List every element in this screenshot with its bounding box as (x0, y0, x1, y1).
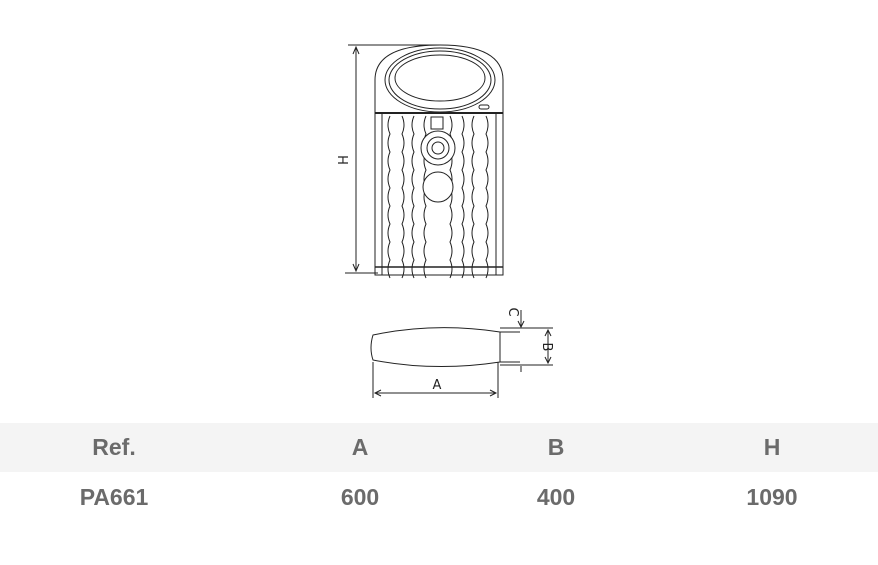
bin-front-view (374, 44, 504, 279)
bin-top-view: A B C (370, 307, 554, 398)
header-b: B (547, 434, 565, 460)
header-h: H (763, 434, 781, 460)
technical-drawing: H A B C (337, 44, 554, 398)
wave-slat (401, 115, 405, 279)
recycling-logo-icon (430, 116, 444, 130)
wave-slat (471, 115, 475, 279)
wave-slat (461, 115, 465, 279)
cell-b: 400 (536, 484, 576, 510)
wave-slat (411, 115, 415, 279)
dimension-label-c: C (505, 307, 520, 316)
header-ref: Ref. (92, 434, 136, 460)
dimension-label-b: B (539, 343, 554, 352)
dimension-label-a: A (433, 378, 442, 393)
dimension-label-h: H (337, 155, 352, 165)
wave-slat (387, 115, 391, 279)
wave-slat (485, 115, 489, 279)
table-row: PA661 600 400 1090 (0, 473, 878, 522)
header-a: A (351, 434, 369, 460)
cell-h: 1090 (746, 484, 798, 510)
cell-a: 600 (340, 484, 380, 510)
cell-ref: PA661 (79, 484, 149, 510)
table-header-row: Ref. A B H (0, 423, 878, 472)
height-dimension: H (337, 44, 440, 274)
